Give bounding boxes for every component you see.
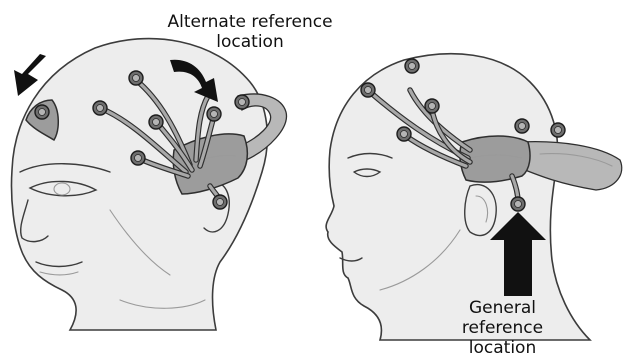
alternate-reference-label: Alternate reference location [150, 12, 350, 52]
general-reference-label-line-1: General [440, 298, 565, 318]
general-reference-label-line-2: reference [440, 318, 565, 338]
alternate-reference-label-line-1: Alternate reference [150, 12, 350, 32]
general-reference-label-line-3: location [440, 338, 565, 358]
general-reference-label: General reference location [440, 298, 565, 358]
left-head-figure [11, 39, 286, 330]
alternate-reference-label-line-2: location [150, 32, 350, 52]
